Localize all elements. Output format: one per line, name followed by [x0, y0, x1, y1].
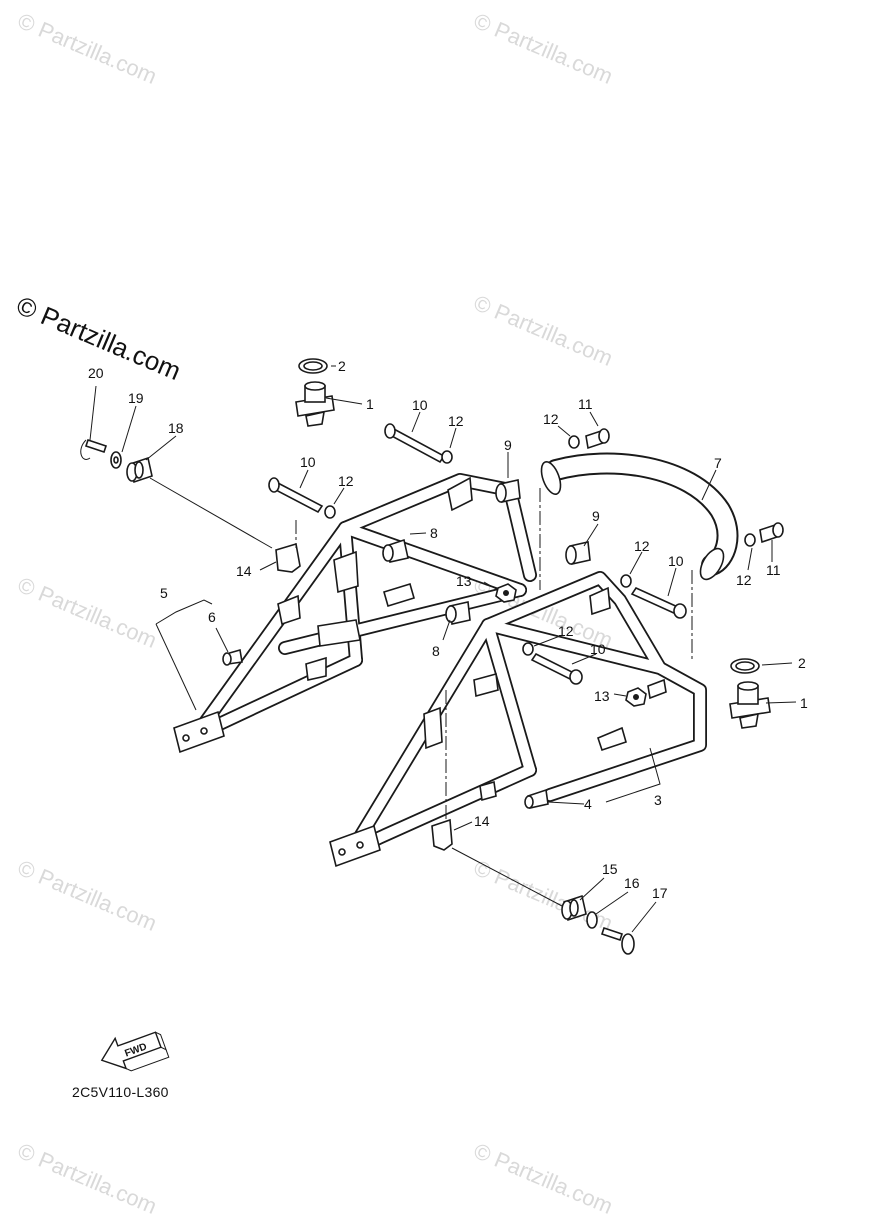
bolt: [630, 586, 687, 619]
callout-8: 8: [430, 525, 438, 541]
callout-12: 12: [558, 623, 574, 639]
diagram-code: 2C5V110-L360: [72, 1084, 169, 1100]
callout-12: 12: [338, 473, 354, 489]
callout-10: 10: [590, 641, 606, 657]
callout-16: 16: [624, 875, 640, 891]
callout-4: 4: [584, 796, 592, 812]
left-frame-assembly: [173, 473, 537, 754]
callout-11: 11: [578, 396, 593, 412]
callout-2: 2: [798, 655, 806, 671]
callout-5: 5: [160, 585, 168, 601]
callout-11: 11: [766, 562, 781, 578]
callout-9: 9: [504, 437, 512, 453]
lynch-pin: [600, 926, 635, 955]
callout-13: 13: [456, 573, 472, 589]
lynch-pin: [80, 438, 108, 460]
callout-8: 8: [432, 643, 440, 659]
callout-10: 10: [300, 454, 316, 470]
right-frame-assembly: [329, 571, 707, 868]
callout-20: 20: [88, 365, 104, 381]
callout-18: 18: [168, 420, 184, 436]
collar: [445, 601, 471, 625]
clip: [275, 542, 301, 573]
callout-1: 1: [366, 396, 374, 412]
callout-12: 12: [736, 572, 752, 588]
short-bolt: [585, 428, 610, 450]
bolt: [530, 652, 583, 685]
callout-10: 10: [668, 553, 684, 569]
callout-15: 15: [602, 861, 618, 877]
latch-fastener: [729, 681, 771, 729]
callout-12: 12: [634, 538, 650, 554]
grab-handle: [540, 452, 739, 581]
washer: [522, 642, 534, 656]
callout-3: 3: [654, 792, 662, 808]
washer: [568, 435, 580, 449]
washer: [441, 450, 453, 464]
grommet: [126, 456, 153, 484]
callout-14: 14: [236, 563, 252, 579]
callout-2: 2: [338, 358, 346, 374]
callout-19: 19: [128, 390, 144, 406]
washer: [586, 911, 598, 929]
mount-plate: [173, 710, 225, 754]
latch-fastener: [295, 381, 335, 427]
callout-14: 14: [474, 813, 490, 829]
mount-plate: [329, 824, 381, 868]
callout-12: 12: [543, 411, 559, 427]
bolt: [268, 477, 324, 514]
callout-6: 6: [208, 609, 216, 625]
clip: [431, 818, 453, 851]
leader-lines: [89, 365, 797, 933]
fwd-arrow-icon: FWD: [100, 1031, 170, 1072]
bolt: [384, 423, 446, 464]
short-bolt: [759, 522, 784, 544]
grommet: [561, 894, 587, 922]
spacer: [565, 541, 591, 565]
callout-9: 9: [592, 508, 600, 524]
spacer: [495, 479, 521, 503]
callout-17: 17: [652, 885, 668, 901]
washer: [744, 533, 756, 547]
callout-12: 12: [448, 413, 464, 429]
collar: [382, 538, 409, 563]
callout-7: 7: [714, 455, 722, 471]
callout-labels: 2 1 10 12 9 12 11 7 10 12 8 9 12 10 12 1…: [88, 358, 808, 901]
callout-1: 1: [800, 695, 808, 711]
callout-13: 13: [594, 688, 610, 704]
washer: [324, 505, 336, 519]
callout-10: 10: [412, 397, 428, 413]
washer: [620, 574, 632, 588]
